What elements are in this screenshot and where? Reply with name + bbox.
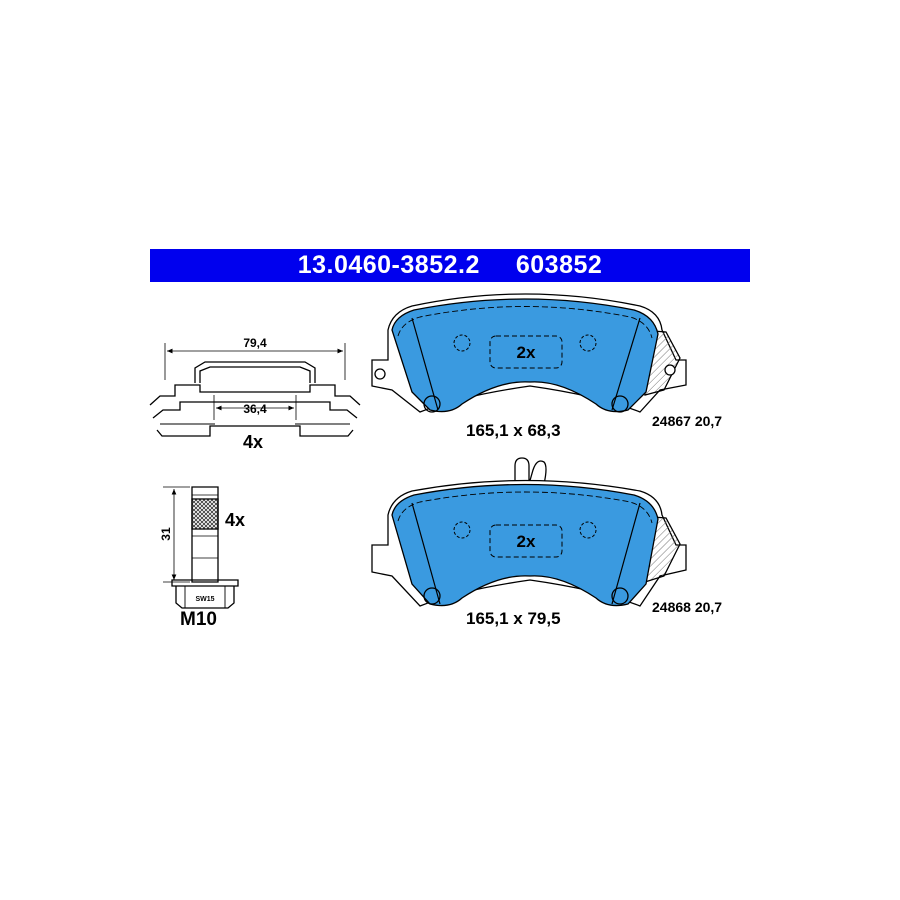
pad-bottom-count: 2x: [517, 532, 536, 551]
part-number-banner: 13.0460-3852.2 603852: [150, 249, 750, 282]
brake-pad-top-drawing: [371, 293, 687, 413]
spring-quantity: 4x: [243, 432, 264, 452]
pad-top-count: 2x: [517, 343, 536, 362]
reference-number: 603852: [515, 251, 603, 279]
pad-top-dimensions: 165,1 x 68,3: [466, 421, 561, 440]
spring-inner-width: 36,4: [243, 402, 267, 416]
pad-bottom-wva-thickness: 24868 20,7: [652, 599, 723, 615]
bolt-quantity: 4x: [225, 510, 246, 530]
bolt-length: 31: [159, 527, 173, 541]
bolt-thread: M10: [180, 609, 217, 630]
part-number: 13.0460-3852.2: [297, 251, 480, 279]
pad-bottom-dimensions: 165,1 x 79,5: [466, 609, 561, 628]
spring-outer-width: 79,4: [243, 336, 267, 350]
guide-bolt-drawing: [163, 486, 239, 609]
bolt-wrench-size: SW15: [195, 596, 214, 603]
pad-top-wva-thickness: 24867 20,7: [652, 413, 723, 429]
spring-clip-drawing: [149, 343, 361, 437]
brake-pad-bottom-drawing: [371, 457, 687, 607]
